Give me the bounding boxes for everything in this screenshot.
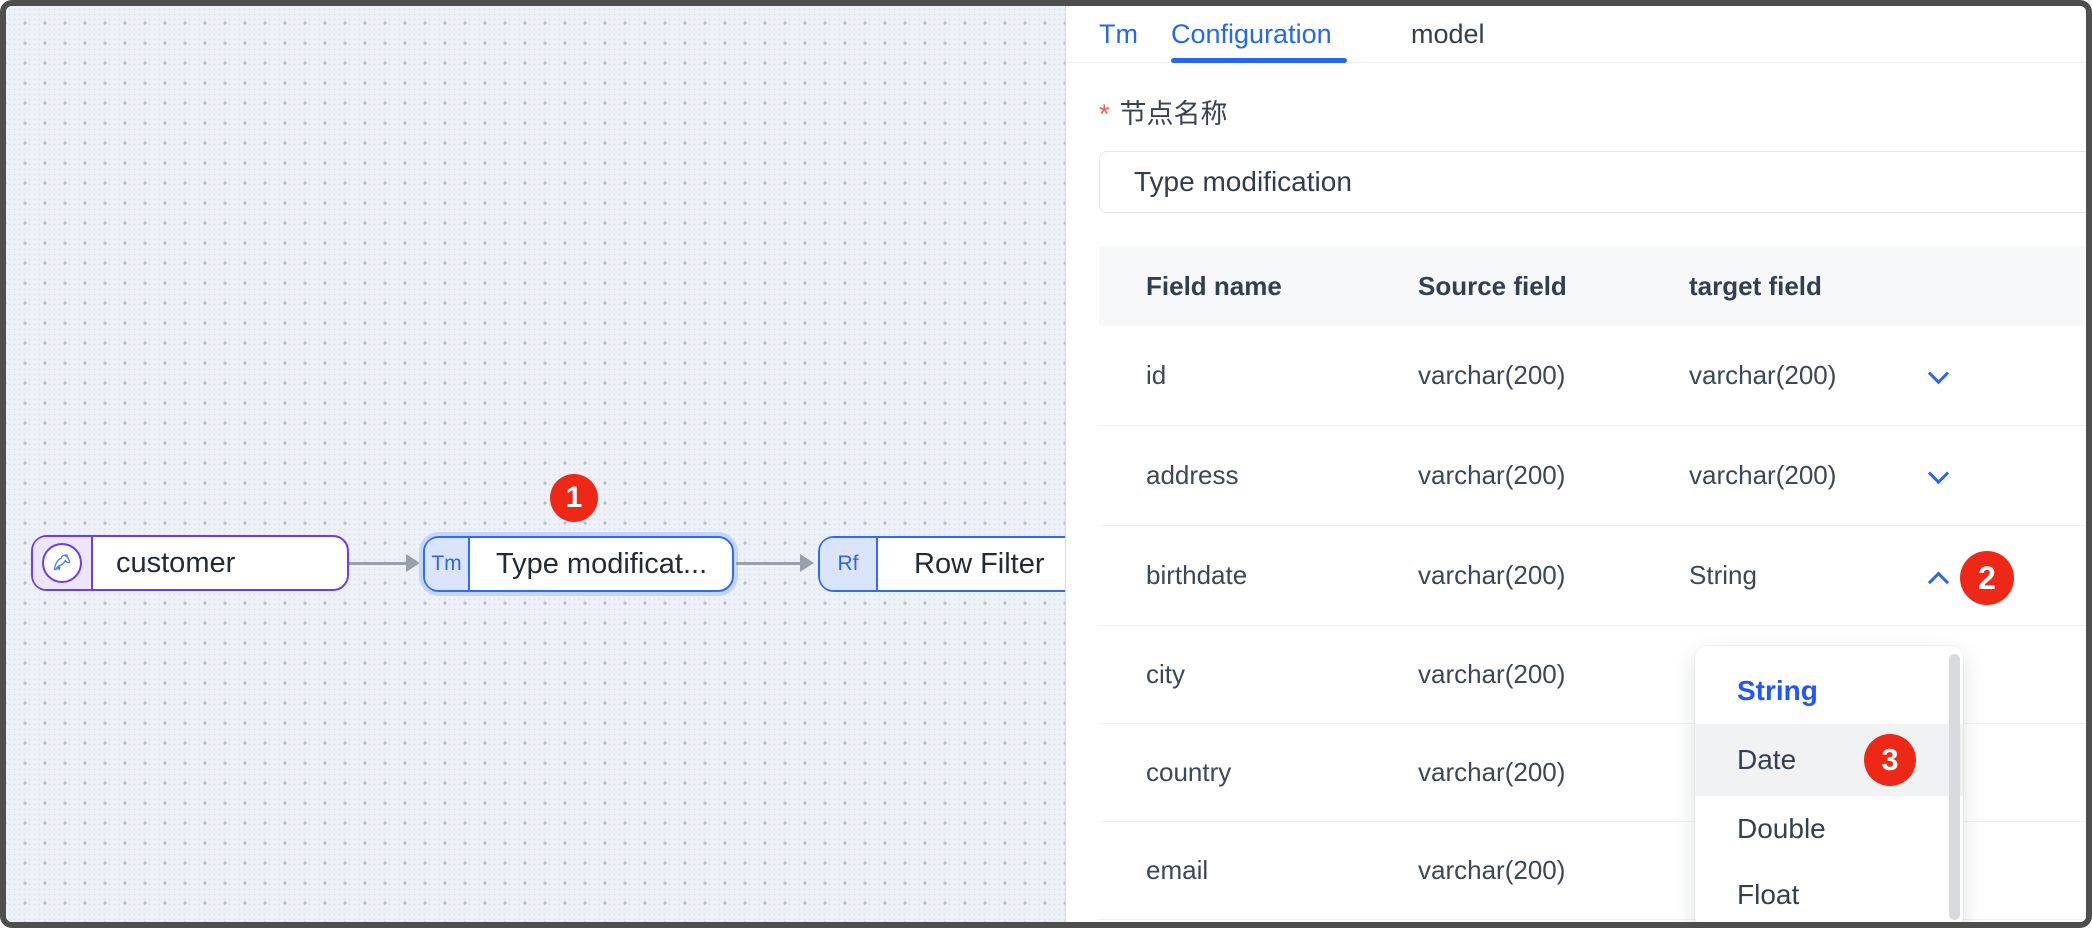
dropdown-option-date[interactable]: Date — [1695, 724, 1963, 796]
field-name-cell: address — [1146, 460, 1239, 490]
dropdown-option-float[interactable]: Float — [1737, 879, 1800, 910]
source-field-cell: varchar(200) — [1418, 855, 1566, 885]
source-field-cell: varchar(200) — [1418, 659, 1566, 689]
node-name-input[interactable]: Type modification — [1099, 151, 2086, 213]
table-row-address: address varchar(200) varchar(200) — [1099, 426, 2086, 526]
field-name-cell: country — [1146, 757, 1232, 787]
node-name-label: * 节点名称 — [1099, 92, 1228, 131]
node-row-filter-badge: Rf — [820, 538, 878, 590]
source-field-cell: varchar(200) — [1418, 460, 1566, 490]
col-header-target-field: target field — [1689, 270, 1822, 301]
node-row-filter[interactable]: Rf Row Filter — [818, 536, 1065, 592]
table-header-row: Field name Source field target field — [1099, 246, 2086, 326]
config-panel: Tm Configuration model * 节点名称 Type modifi… — [1067, 6, 2086, 922]
target-type-dropdown: String Date Double Float 3 — [1695, 646, 1963, 922]
source-field-cell: varchar(200) — [1418, 757, 1566, 787]
edge-customer-to-typemod — [349, 562, 411, 565]
table-row-birthdate: birthdate varchar(200) String — [1099, 526, 2086, 626]
annotation-step-3-badge: 3 — [1864, 734, 1916, 786]
node-type-modification-label: Type modificat... — [496, 547, 708, 580]
dropdown-option-string[interactable]: String — [1737, 675, 1818, 706]
node-customer[interactable]: customer — [31, 535, 349, 591]
chevron-down-icon[interactable] — [1927, 463, 1950, 485]
node-type-modification[interactable]: Tm Type modificat... — [423, 536, 734, 592]
node-type-modification-badge: Tm — [425, 538, 470, 590]
field-name-cell: birthdate — [1146, 560, 1248, 590]
table-row-country: country varchar(200) — [1099, 724, 2086, 822]
annotation-step-2-badge: 2 — [1960, 551, 2014, 605]
field-name-cell: email — [1146, 855, 1209, 885]
tab-configuration[interactable]: Configuration — [1171, 19, 1332, 49]
node-customer-icon-section — [33, 537, 93, 589]
tab-tm[interactable]: Tm — [1099, 19, 1138, 49]
edge-arrowhead-icon — [800, 554, 814, 572]
chevron-up-icon[interactable] — [1927, 571, 1950, 593]
source-field-cell: varchar(200) — [1418, 360, 1566, 390]
field-mapping-table: Field name Source field target field id … — [1099, 246, 2086, 920]
dropdown-option-double[interactable]: Double — [1737, 813, 1826, 844]
field-name-cell: city — [1146, 659, 1185, 689]
dropdown-scrollbar[interactable] — [1949, 654, 1960, 920]
node-row-filter-label: Row Filter — [914, 547, 1045, 580]
chevron-down-icon[interactable] — [1927, 363, 1950, 385]
node-name-input-value: Type modification — [1134, 166, 1352, 197]
tab-model[interactable]: model — [1411, 19, 1485, 49]
field-name-cell: id — [1146, 360, 1167, 390]
edge-typemod-to-rowfilter — [736, 562, 802, 565]
active-tab-underline — [1171, 58, 1347, 63]
node-name-label-text: 节点名称 — [1119, 99, 1228, 129]
col-header-field-name: Field name — [1146, 270, 1282, 301]
target-field-cell[interactable]: varchar(200) — [1689, 360, 1837, 390]
edge-arrowhead-icon — [406, 554, 420, 572]
table-row-id: id varchar(200) varchar(200) — [1099, 326, 2086, 426]
table-row-city: city varchar(200) — [1099, 626, 2086, 724]
panel-tab-bar: Tm Configuration model — [1067, 6, 2086, 63]
annotation-step-1-badge: 1 — [550, 474, 598, 522]
node-customer-label: customer — [116, 546, 236, 579]
col-header-source-field: Source field — [1418, 270, 1567, 301]
target-field-cell[interactable]: String — [1689, 560, 1757, 590]
target-field-cell[interactable]: varchar(200) — [1689, 460, 1837, 490]
mysql-dolphin-icon — [42, 543, 82, 583]
required-asterisk: * — [1099, 99, 1110, 129]
flow-canvas[interactable]: customer Tm Type modificat... Rf Row Fil… — [6, 6, 1066, 922]
table-row-email: email varchar(200) — [1099, 822, 2086, 920]
source-field-cell: varchar(200) — [1418, 560, 1566, 590]
